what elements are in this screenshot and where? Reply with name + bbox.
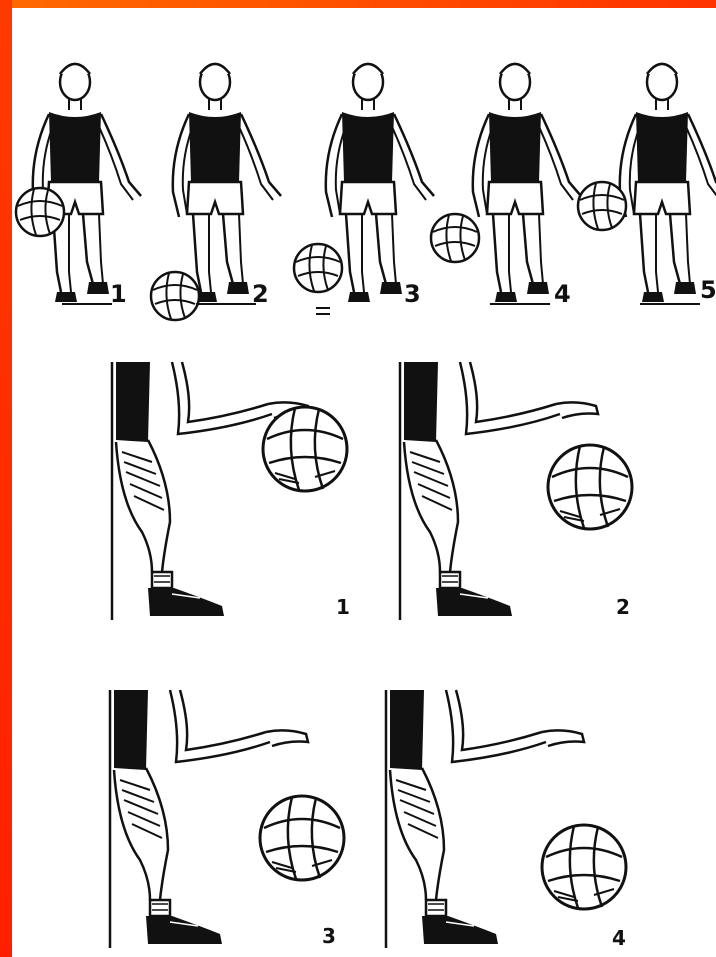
hand-panel-label-3: 3 (322, 926, 336, 946)
top-row-label-5: 5 (700, 278, 716, 302)
top-row-label-3: 3 (404, 282, 421, 306)
player-figure-4 (431, 64, 581, 302)
player-figure-1 (16, 64, 141, 302)
hand-panel-label-4: 4 (612, 928, 626, 948)
top-row-label-1: 1 (110, 282, 127, 306)
hand-panel-4 (386, 690, 626, 948)
top-row-label-4: 4 (554, 282, 571, 306)
top-row-label-2: 2 (252, 282, 269, 306)
player-figure-5 (578, 64, 716, 302)
player-figure-3 (294, 64, 434, 302)
hand-panel-label-1: 1 (336, 597, 350, 617)
hand-panel-label-2: 2 (616, 597, 630, 617)
hand-panel-3 (110, 690, 344, 948)
hand-panel-2 (400, 362, 632, 620)
hand-panel-1 (112, 362, 347, 620)
